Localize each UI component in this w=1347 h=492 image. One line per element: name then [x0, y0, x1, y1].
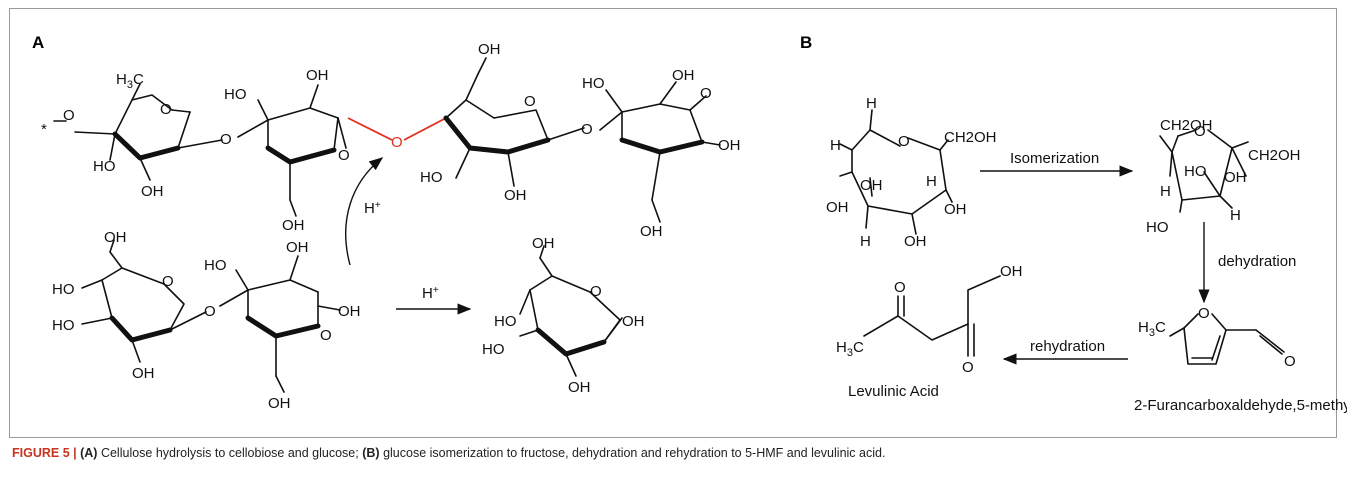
levulinic-o-ketone: O [894, 279, 906, 296]
ring-a3 [443, 57, 585, 187]
ring-a6-oh-right: OH [338, 303, 361, 320]
polymer-star: * [41, 121, 47, 138]
reaction-scheme: A * O H3C O HO OH O HO OH O OH O [32, 33, 1347, 414]
glucose-b-ch2oh: CH2OH [944, 129, 997, 146]
caption-b-tag: (B) [362, 446, 380, 460]
straight-arrow-h-plus: H+ [422, 285, 439, 302]
fructose-oh-right: OH [1224, 169, 1247, 186]
glucose-b-oh-right: OH [944, 201, 967, 218]
hydrolysis-curved-arrow [345, 157, 384, 266]
panel-b-label: B [800, 33, 812, 52]
ring-a4-oh-top: OH [672, 67, 695, 84]
caption-figure-label: FIGURE 5 | [12, 446, 77, 460]
dehydration-label: dehydration [1218, 253, 1296, 270]
ring-a4-oh-right: OH [718, 137, 741, 154]
caption-a-text: Cellulose hydrolysis to cellobiose and g… [100, 446, 359, 460]
ring-a2 [237, 84, 347, 217]
ring-a2-ho: HO [224, 86, 247, 103]
glucose-b-h-top: H [866, 95, 877, 112]
glucose-b-h-right: H [926, 173, 937, 190]
ring-a2-oh-bottom: OH [282, 217, 305, 234]
panel-a-label: A [32, 33, 44, 52]
isomerization-label: Isomerization [1010, 150, 1099, 167]
glucose-ring-b [839, 109, 953, 235]
levulinic-acid-structure [863, 275, 1001, 357]
furfural-name: 2-Furancarboxaldehyde,5-methyl [1134, 397, 1347, 414]
ring-a5-oh-bottom: OH [132, 365, 155, 382]
ring-a3-o-ring: O [524, 93, 536, 110]
curved-arrow-h-plus: H+ [364, 200, 381, 217]
glucose-b-h-left: H [830, 137, 841, 154]
ring-a3-oh-bottom: OH [504, 187, 527, 204]
glucose-b-o-ring: O [898, 133, 910, 150]
ring-a1 [53, 83, 223, 181]
fructose-ho-mid: HO [1184, 163, 1207, 180]
fructose-h-right: H [1230, 207, 1241, 224]
ring-a1-o-ring: O [160, 101, 172, 118]
ring-a5 [81, 239, 207, 363]
glycosidic-bond-right [403, 117, 447, 141]
ring-a6-ho: HO [204, 257, 227, 274]
ring-a3-oh-top: OH [478, 41, 501, 58]
link-o-2: O [581, 121, 593, 138]
glucose-b-oh-bottom: OH [904, 233, 927, 250]
ring-a2-oh-top: OH [306, 67, 329, 84]
figure-frame [9, 8, 1337, 438]
glucose-b-h-bottom: H [860, 233, 871, 250]
fructose-ho-bottom: HO [1146, 219, 1169, 236]
ring-a1-h3c: H3C [116, 71, 144, 91]
ring-a5-ho-1: HO [52, 281, 75, 298]
ring-a4-oh-bottom: OH [640, 223, 663, 240]
glucose-oh-bottom: OH [568, 379, 591, 396]
glucose-b-oh-left: OH [826, 199, 849, 216]
ring-a4-o-ring: O [700, 85, 712, 102]
ring-a6 [219, 255, 341, 393]
glucose-ring-a [519, 245, 623, 377]
ring-a1-o-left: O [63, 107, 75, 124]
fructose-h-left: H [1160, 183, 1171, 200]
link-o-1: O [220, 131, 232, 148]
levulinic-h3c: H3C [836, 339, 864, 359]
ring-a4 [599, 81, 721, 223]
furfural-o-ring: O [1198, 305, 1210, 322]
levulinic-oh: OH [1000, 263, 1023, 280]
furfural-ring [1169, 313, 1285, 365]
link-o-3: O [204, 303, 216, 320]
caption-a-tag: (A) [80, 446, 98, 460]
glucose-ho-2: HO [482, 341, 505, 358]
fructose-ring [1159, 129, 1249, 213]
ring-a1-oh: OH [141, 183, 164, 200]
ring-a6-oh-bottom: OH [268, 395, 291, 412]
figure-caption: FIGURE 5 | (A) Cellulose hydrolysis to c… [12, 446, 1332, 466]
glycosidic-bond-left [347, 117, 393, 141]
caption-b-text: glucose isomerization to fructose, dehyd… [383, 446, 886, 460]
glucose-ho-1: HO [494, 313, 517, 330]
ring-a2-o-ring: O [338, 147, 350, 164]
glucose-oh-right: OH [622, 313, 645, 330]
ring-a4-ho: HO [582, 75, 605, 92]
furfural-o-aldehyde: O [1284, 353, 1296, 370]
glucose-b-oh-mid: OH [860, 177, 883, 194]
furfural-h3c: H3C [1138, 319, 1166, 339]
ring-a6-o-ring: O [320, 327, 332, 344]
ring-a5-o-ring: O [162, 273, 174, 290]
glucose-o-ring: O [590, 283, 602, 300]
glycosidic-oxygen: O [391, 134, 403, 151]
glucose-oh-top: OH [532, 235, 555, 252]
rehydration-label: rehydration [1030, 338, 1105, 355]
ring-a5-ho-2: HO [52, 317, 75, 334]
fructose-o-ring: O [1194, 123, 1206, 140]
ring-a5-oh-top: OH [104, 229, 127, 246]
ring-a1-ho: HO [93, 158, 116, 175]
fructose-ch2oh-top: CH2OH [1160, 117, 1213, 134]
ring-a6-oh-top: OH [286, 239, 309, 256]
levulinic-o-acid: O [962, 359, 974, 376]
levulinic-acid-name: Levulinic Acid [848, 383, 939, 400]
ring-a3-ho: HO [420, 169, 443, 186]
fructose-ch2oh-right: CH2OH [1248, 147, 1301, 164]
